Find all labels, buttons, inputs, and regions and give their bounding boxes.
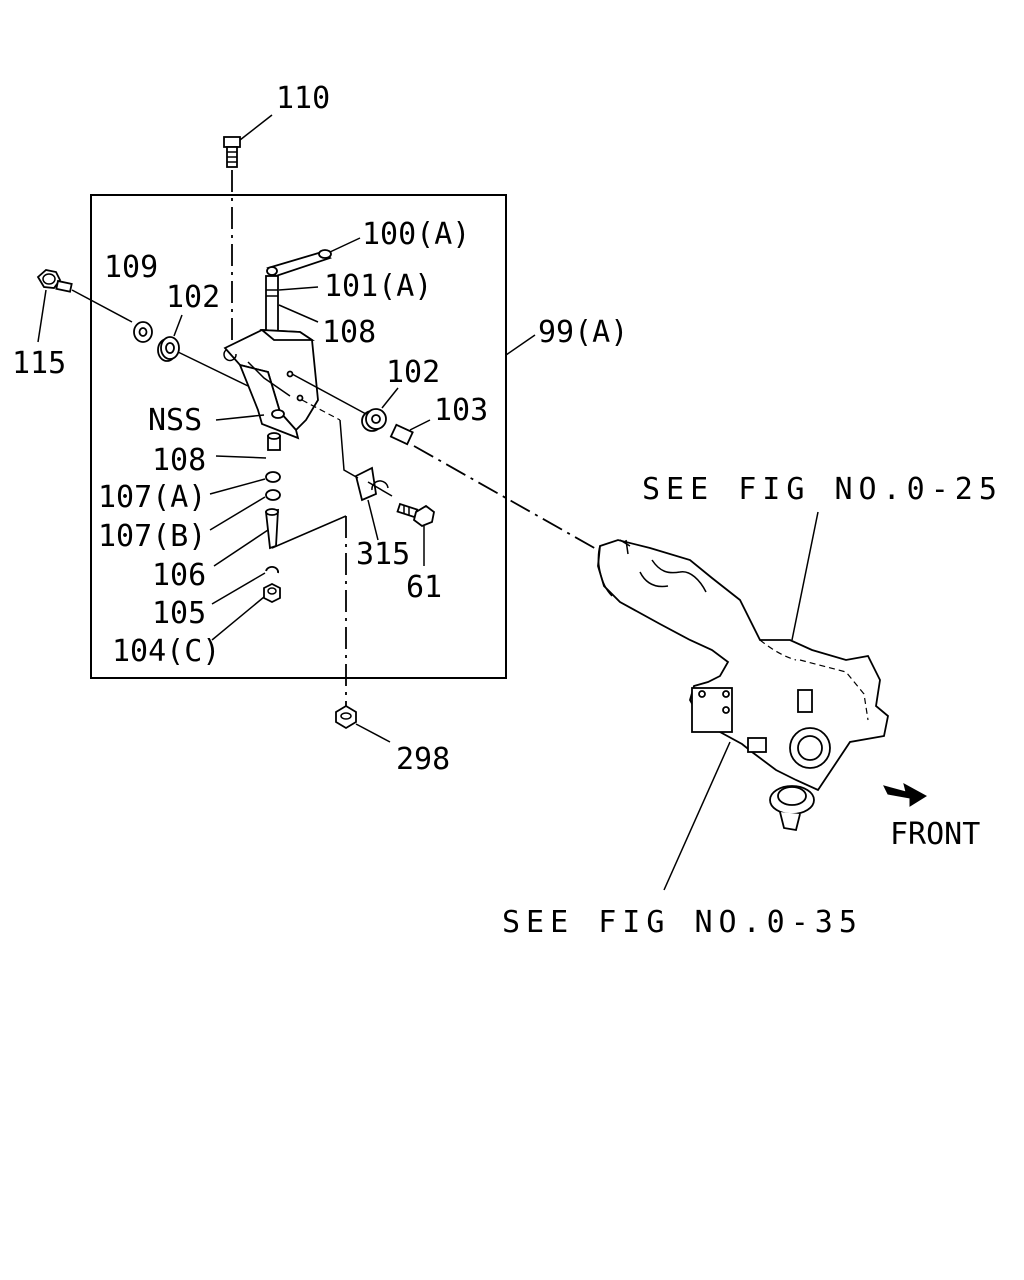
label-315: 315 xyxy=(356,537,410,572)
label-100a: 100(A) xyxy=(362,217,470,252)
clip-105 xyxy=(265,566,279,574)
axis-106 xyxy=(271,515,347,549)
label-104c: 104(C) xyxy=(112,634,220,669)
label-107b: 107(B) xyxy=(98,519,206,554)
label-see-fig-035: SEE FIG NO.0-35 xyxy=(502,905,863,940)
leader-100a xyxy=(329,237,361,253)
leader-110 xyxy=(239,114,273,141)
label-see-fig-025: SEE FIG NO.0-25 xyxy=(642,472,1003,507)
label-front: FRONT xyxy=(890,817,980,852)
leader-108-top xyxy=(278,304,319,323)
leader-99a xyxy=(505,334,536,356)
leader-103 xyxy=(409,419,431,431)
leader-nss xyxy=(215,414,265,421)
nut-104c xyxy=(263,582,281,604)
nut-298 xyxy=(335,704,357,730)
label-115: 115 xyxy=(12,346,66,381)
washer-109 xyxy=(133,321,153,343)
link-106 xyxy=(265,508,279,550)
leader-see-fig-025 xyxy=(791,511,819,641)
shaft-101a xyxy=(265,275,279,333)
bushing-102-top xyxy=(157,336,180,362)
label-298: 298 xyxy=(396,742,450,777)
leader-108-mid xyxy=(215,455,267,459)
sleeve-103 xyxy=(389,423,414,446)
label-107a: 107(A) xyxy=(98,480,206,515)
washer-107b xyxy=(265,489,281,501)
label-110: 110 xyxy=(276,81,330,116)
leader-104c xyxy=(211,596,265,641)
bushing-108-mid xyxy=(267,432,281,451)
leader-107a xyxy=(209,478,266,495)
leader-102-top xyxy=(173,314,183,337)
assembly-box xyxy=(90,194,507,679)
axis-115 xyxy=(71,289,133,323)
route-315 xyxy=(339,419,359,479)
centerline-103 xyxy=(413,445,599,551)
label-106: 106 xyxy=(152,558,206,593)
leader-107b xyxy=(209,496,266,531)
arm-100a xyxy=(266,249,332,278)
leader-101a xyxy=(278,286,319,291)
leader-106 xyxy=(213,529,269,567)
label-108-mid: 108 xyxy=(152,443,206,478)
bracket-nss xyxy=(223,328,319,440)
steering-gearbox xyxy=(597,539,889,832)
axis-315 xyxy=(301,399,341,421)
label-101a: 101(A) xyxy=(324,269,432,304)
axis-bracket-right xyxy=(291,373,367,415)
label-102-top: 102 xyxy=(166,280,220,315)
label-109: 109 xyxy=(104,250,158,285)
bushing-102-mid xyxy=(361,408,387,432)
label-nss: NSS xyxy=(148,403,202,438)
bolt-61 xyxy=(396,502,435,528)
label-102-mid: 102 xyxy=(386,355,440,390)
leader-115 xyxy=(37,289,47,343)
label-61: 61 xyxy=(406,570,442,605)
clip-315 xyxy=(354,466,393,502)
bolt-115 xyxy=(36,269,73,293)
leader-298 xyxy=(355,723,391,743)
bolt-110 xyxy=(223,136,241,168)
leader-102-mid xyxy=(381,387,399,409)
leader-105 xyxy=(211,572,266,605)
leader-315 xyxy=(367,499,379,541)
label-105: 105 xyxy=(152,596,206,631)
arrow-right-down-icon xyxy=(883,783,927,807)
washer-107a xyxy=(265,471,281,483)
axis-102-top xyxy=(177,351,249,387)
label-108-top: 108 xyxy=(322,315,376,350)
label-99a: 99(A) xyxy=(538,315,628,350)
label-103: 103 xyxy=(434,393,488,428)
leader-see-fig-035 xyxy=(663,741,731,891)
